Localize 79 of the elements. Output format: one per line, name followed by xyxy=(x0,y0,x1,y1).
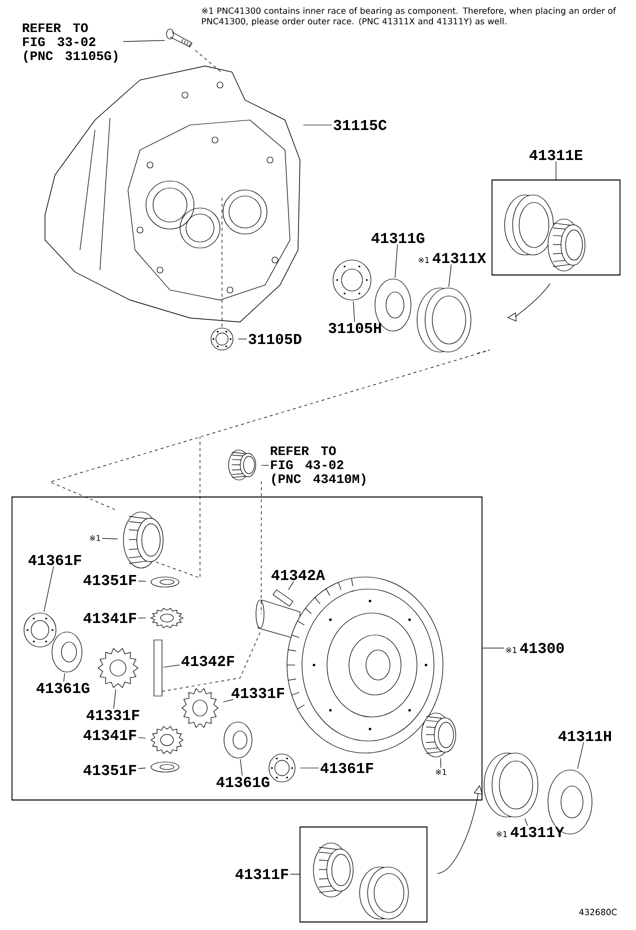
leader-line xyxy=(138,580,146,582)
race-drawing xyxy=(359,866,409,920)
leader-line xyxy=(138,768,146,769)
bearing-drawing xyxy=(548,218,586,272)
leader-line xyxy=(524,818,528,826)
pin-drawing xyxy=(154,640,162,696)
part-number: 41311G xyxy=(372,232,424,244)
leader-line xyxy=(102,538,118,540)
arrow xyxy=(437,785,483,874)
washer-drawing xyxy=(150,576,180,588)
leader-line xyxy=(238,338,247,340)
bearing-drawing xyxy=(421,712,456,758)
part-number: 31105H xyxy=(328,322,381,334)
part-number: 41311E xyxy=(530,150,582,160)
race-drawing xyxy=(484,752,538,818)
part-number: 41361F xyxy=(28,554,82,566)
leader-line xyxy=(138,737,146,738)
seal-drawing xyxy=(268,754,296,782)
leader-line xyxy=(163,664,180,668)
part-number: 41342F xyxy=(182,656,234,666)
kit-frame xyxy=(300,826,428,922)
leader-line xyxy=(303,124,332,126)
leader-line xyxy=(113,689,116,709)
assembly-line xyxy=(49,350,490,511)
kit-frame xyxy=(492,180,620,276)
leader-line xyxy=(123,40,165,42)
race-drawing xyxy=(504,194,554,256)
reference-note: REFER TO FIG 33-02 (PNC 31105G) xyxy=(22,23,118,63)
leader-line xyxy=(394,244,398,278)
seal-drawing xyxy=(24,612,56,648)
part-number: 41361F xyxy=(320,762,374,774)
bearing-drawing xyxy=(228,450,256,480)
housing-drawing xyxy=(44,66,300,322)
leader-line xyxy=(288,581,294,590)
part-number: ※1 41311X xyxy=(418,252,486,264)
leader-line xyxy=(577,742,584,769)
part-number: 31105D xyxy=(248,334,302,344)
assembly-line xyxy=(195,50,222,73)
part-number: 41361G xyxy=(216,776,270,788)
figure-number: 432680C xyxy=(579,908,617,916)
part-number: 41311H xyxy=(558,730,611,742)
part-number: 41361G xyxy=(36,682,90,694)
gear-drawing xyxy=(98,648,138,688)
leader-line xyxy=(44,566,54,612)
bolt-drawing xyxy=(166,28,192,48)
bearing-drawing xyxy=(123,512,164,568)
part-number: 41341F xyxy=(84,612,136,624)
washer-drawing xyxy=(150,762,180,772)
leader-line xyxy=(261,464,269,466)
seal-drawing xyxy=(210,328,234,350)
leader-line xyxy=(440,758,442,768)
assembly-frame xyxy=(12,496,482,800)
leader-line xyxy=(63,673,65,682)
part-number: 41351F xyxy=(84,764,136,776)
part-number: 41331F xyxy=(86,710,140,720)
leader-line xyxy=(223,699,234,702)
reference-mark: ※1 xyxy=(436,769,446,775)
part-number: 41342A xyxy=(272,570,325,580)
part-number: 31115C xyxy=(334,120,387,130)
assembly-line xyxy=(162,630,262,692)
part-number: 41341F xyxy=(84,730,136,740)
assembly-line xyxy=(260,481,262,614)
leader-line xyxy=(448,264,452,287)
seal-drawing xyxy=(332,260,372,300)
part-number: 41331F xyxy=(232,688,284,698)
reference-note: REFER TO FIG 43-02 (PNC 43410M) xyxy=(270,446,366,486)
part-number: 41351F xyxy=(84,574,136,586)
leader-line xyxy=(240,759,243,776)
part-number: ※1 41311Y xyxy=(496,826,564,838)
gear-drawing xyxy=(182,688,218,728)
leader-line xyxy=(353,301,355,322)
part-number: ※1 41300 xyxy=(506,642,564,654)
race-drawing xyxy=(416,288,472,352)
bearing-drawing xyxy=(313,842,354,898)
reference-mark: ※1 xyxy=(90,535,100,541)
washer-drawing xyxy=(52,632,82,672)
footnote: ※1 PNC41300 contains inner race of bearing as component. Therefore, when placing an order of PNC41300, please order outer race. (PNC 41311X and 41311Y) as well. xyxy=(202,7,616,26)
part-number: 41311F xyxy=(236,868,288,880)
washer-drawing xyxy=(224,722,252,758)
